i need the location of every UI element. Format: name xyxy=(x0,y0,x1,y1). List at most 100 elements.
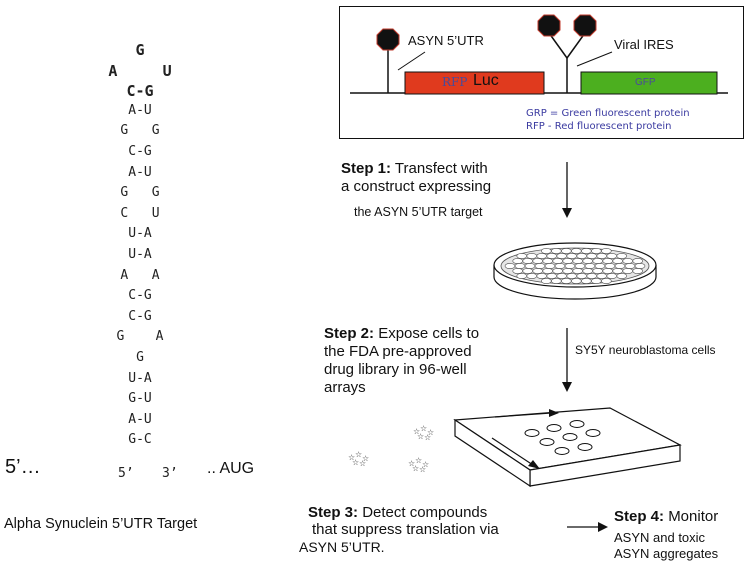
rna-base-pair-row: A A xyxy=(120,267,160,283)
legend-rfp: RFP - Red fluorescent protein xyxy=(526,121,672,132)
gfp-bar xyxy=(580,71,718,95)
dish-cell xyxy=(622,268,634,274)
step4-title: Step 4: xyxy=(614,508,665,525)
well xyxy=(524,429,540,437)
drug-compound-icon: ☆ xyxy=(348,453,355,462)
dish-cell xyxy=(571,248,582,254)
aug-label: .. AUG xyxy=(207,460,255,477)
well xyxy=(539,438,555,446)
rna-base-pair-row: C-G xyxy=(128,308,152,324)
well xyxy=(546,424,562,432)
dish-cell xyxy=(606,273,618,279)
step4-line2: ASYN and toxic xyxy=(614,530,706,545)
asyn-utr-label: ASYN 5’UTR xyxy=(408,33,484,48)
dish-cell xyxy=(616,273,628,279)
rna-base-pair-row: G xyxy=(135,41,145,59)
drug-compound-icon: ☆ xyxy=(413,427,420,436)
dish-cell xyxy=(532,258,544,264)
step1-title: Step 1: xyxy=(341,160,392,177)
drug-compound-icon: ☆ xyxy=(355,450,362,459)
step2-line4: arrays xyxy=(324,379,366,396)
rna-base-pair-row: A-U xyxy=(128,102,152,118)
dish-cell xyxy=(602,268,614,274)
well-plate xyxy=(453,407,682,488)
rna-base-pair-row: U-A xyxy=(128,247,152,262)
step3-heading: Step 3: Detect compounds xyxy=(308,504,487,521)
dish-cell xyxy=(562,258,574,264)
drug-compound-icon: ☆ xyxy=(420,424,427,433)
three-prime-label: 3’ xyxy=(162,466,178,481)
petri-dish xyxy=(493,242,657,300)
dish-cell xyxy=(582,258,594,264)
luc-label: Luc xyxy=(473,72,499,89)
drug-compound-icon: ☆ xyxy=(417,432,424,441)
dish-cell xyxy=(512,258,524,264)
step2-title: Step 2: xyxy=(324,325,375,342)
dish-cell xyxy=(616,253,628,259)
step4-heading: Step 4: Monitor xyxy=(614,508,718,525)
drug-compound-icon: ☆ xyxy=(424,433,431,442)
gfp-label: GFP xyxy=(635,77,656,88)
step4-line3: ASYN aggregates xyxy=(614,546,719,561)
dish-cell xyxy=(581,248,592,254)
dish-cell xyxy=(514,263,526,269)
five-prime-label: 5’ xyxy=(118,466,134,481)
dish-cell xyxy=(572,268,584,274)
dish-cell xyxy=(596,253,608,259)
rna-base-pair-row: U-A xyxy=(128,370,152,386)
dish-cell xyxy=(586,253,598,259)
dish-cell xyxy=(576,253,588,259)
well xyxy=(577,443,593,451)
legend-gfp: GRP = Green fluorescent protein xyxy=(526,108,690,119)
rfp-luc-bar xyxy=(404,71,545,95)
rna-base-pair-row: G-U xyxy=(128,391,152,407)
dish-cell xyxy=(582,268,594,274)
step1-line3: the ASYN 5’UTR target xyxy=(354,205,483,219)
arrow-dish-to-plate xyxy=(562,328,572,392)
drug-compound-icon: ☆ xyxy=(412,464,419,473)
step2-line3: drug library in 96-well xyxy=(324,361,467,378)
drug-compounds: ☆☆☆☆☆☆☆☆☆☆☆☆☆☆☆ xyxy=(348,424,434,474)
drug-compound-icon: ☆ xyxy=(419,465,426,474)
dish-cell-layer xyxy=(504,248,646,284)
dish-cell xyxy=(562,268,574,274)
dish-cell xyxy=(602,258,614,264)
dish-cell xyxy=(574,263,586,269)
dish-cell xyxy=(542,268,554,274)
drug-compound-icon: ☆ xyxy=(352,458,359,467)
rna-base-pair-row: C U xyxy=(120,205,160,221)
dish-cell xyxy=(512,268,524,274)
dish-cell xyxy=(556,253,568,259)
step1-heading: Step 1: Transfect with xyxy=(341,160,488,177)
well xyxy=(562,433,578,441)
dish-cell xyxy=(524,263,536,269)
dish-cell xyxy=(572,258,584,264)
dish-cell xyxy=(544,263,556,269)
step2-line1: Expose cells to xyxy=(378,325,480,342)
dish-cell xyxy=(546,273,558,279)
dish-cell xyxy=(564,263,576,269)
step1-line2: a construct expressing xyxy=(341,178,492,195)
viral-ires-marker xyxy=(537,14,613,93)
dish-cell xyxy=(552,268,564,274)
drug-compound-icon: ☆ xyxy=(359,459,366,468)
step3-line2: that suppress translation via xyxy=(312,521,499,538)
dish-cell xyxy=(522,258,534,264)
construct-frame xyxy=(339,6,744,139)
dish-cell xyxy=(566,273,578,279)
dish-cell xyxy=(542,258,554,264)
rna-base-pair-row: A-U xyxy=(128,164,152,180)
dish-cell xyxy=(592,258,604,264)
dish-cell xyxy=(566,253,578,259)
dish-cell xyxy=(556,273,568,279)
step2-line2: the FDA pre-approved xyxy=(324,343,472,360)
dish-cell xyxy=(551,278,562,284)
dish-cell xyxy=(571,278,582,284)
dish-cell xyxy=(632,268,644,274)
dish-cell xyxy=(526,253,538,259)
five-prime-lead-label: 5’… xyxy=(5,456,41,478)
well xyxy=(569,420,585,428)
dish-cell xyxy=(634,263,646,269)
